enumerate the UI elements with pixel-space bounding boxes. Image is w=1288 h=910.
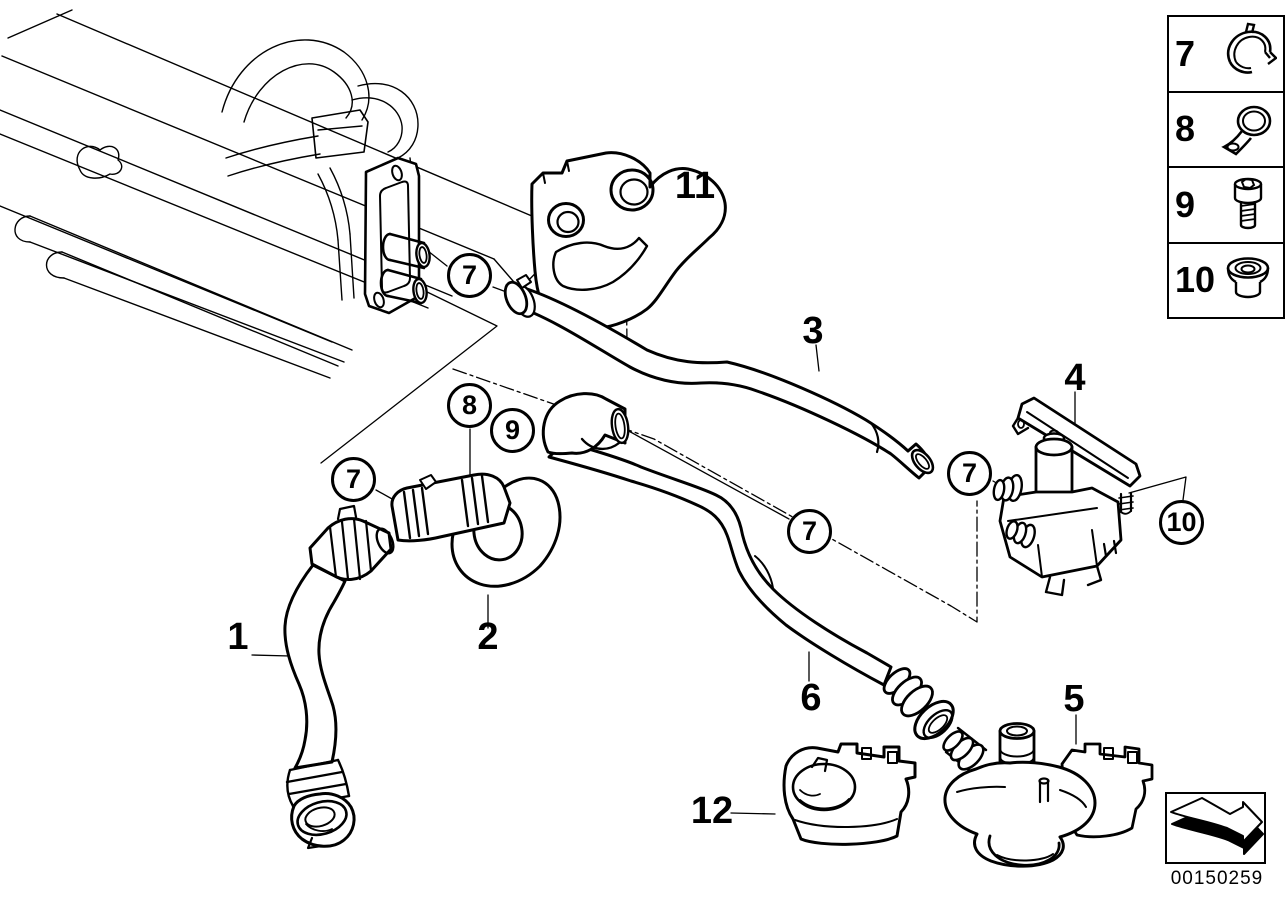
legend-item-9[interactable]: 9 — [1169, 168, 1283, 244]
flange-plate — [363, 156, 431, 315]
hose-clamp-icon — [1227, 22, 1277, 74]
callout-number: 7 — [345, 464, 362, 494]
direction-arrow-icon — [1170, 797, 1264, 855]
hose-1 — [283, 504, 395, 850]
part-label-4[interactable]: 4 — [1064, 357, 1086, 399]
hose-3 — [503, 274, 935, 480]
part-label-6[interactable]: 6 — [800, 677, 822, 719]
fastener-legend: 7 8 9 — [1167, 15, 1285, 319]
gasket-bracket-11 — [530, 151, 727, 330]
callout-circle-9[interactable]: 9 — [490, 408, 535, 453]
pump-5 — [942, 722, 1154, 868]
grommet-icon — [1226, 257, 1270, 299]
legend-number: 10 — [1175, 259, 1216, 301]
part-label-3[interactable]: 3 — [802, 310, 824, 352]
callout-circle-7b[interactable]: 7 — [331, 457, 376, 502]
document-number: 00150259 — [1170, 868, 1264, 889]
valve-4 — [992, 396, 1142, 597]
legend-number: 7 — [1175, 32, 1196, 74]
holder-12 — [782, 742, 917, 846]
legend-number: 8 — [1175, 108, 1196, 150]
legend-number: 9 — [1175, 183, 1196, 225]
callout-number: 10 — [1166, 507, 1197, 537]
part-label-2[interactable]: 2 — [477, 616, 499, 658]
legend-item-10[interactable]: 10 — [1169, 244, 1283, 318]
pipe-clip-icon — [1221, 105, 1272, 156]
callout-number: 8 — [461, 390, 478, 420]
callout-circle-7c[interactable]: 7 — [787, 509, 832, 554]
heater-core — [0, 9, 571, 379]
callout-circle-10[interactable]: 10 — [1159, 500, 1204, 545]
direction-arrow-box — [1165, 792, 1266, 864]
hose-6 — [541, 392, 955, 741]
callout-number: 7 — [461, 260, 478, 290]
part-label-5[interactable]: 5 — [1063, 678, 1085, 720]
loop-hose-2 — [390, 472, 562, 588]
legend-item-8[interactable]: 8 — [1169, 93, 1283, 168]
part-label-11[interactable]: 11 — [674, 165, 716, 207]
part-label-1[interactable]: 1 — [227, 616, 249, 658]
callout-circle-7d[interactable]: 7 — [947, 451, 992, 496]
callout-number: 7 — [961, 458, 978, 488]
callout-number: 7 — [801, 516, 818, 546]
legend-item-7[interactable]: 7 — [1169, 17, 1283, 93]
part-label-12[interactable]: 12 — [690, 790, 734, 832]
callout-number: 9 — [504, 415, 521, 445]
leader-lines — [251, 186, 1187, 815]
callout-circle-7a[interactable]: 7 — [447, 253, 492, 298]
callout-circle-8[interactable]: 8 — [447, 383, 492, 428]
socket-screw-icon — [1233, 177, 1263, 229]
